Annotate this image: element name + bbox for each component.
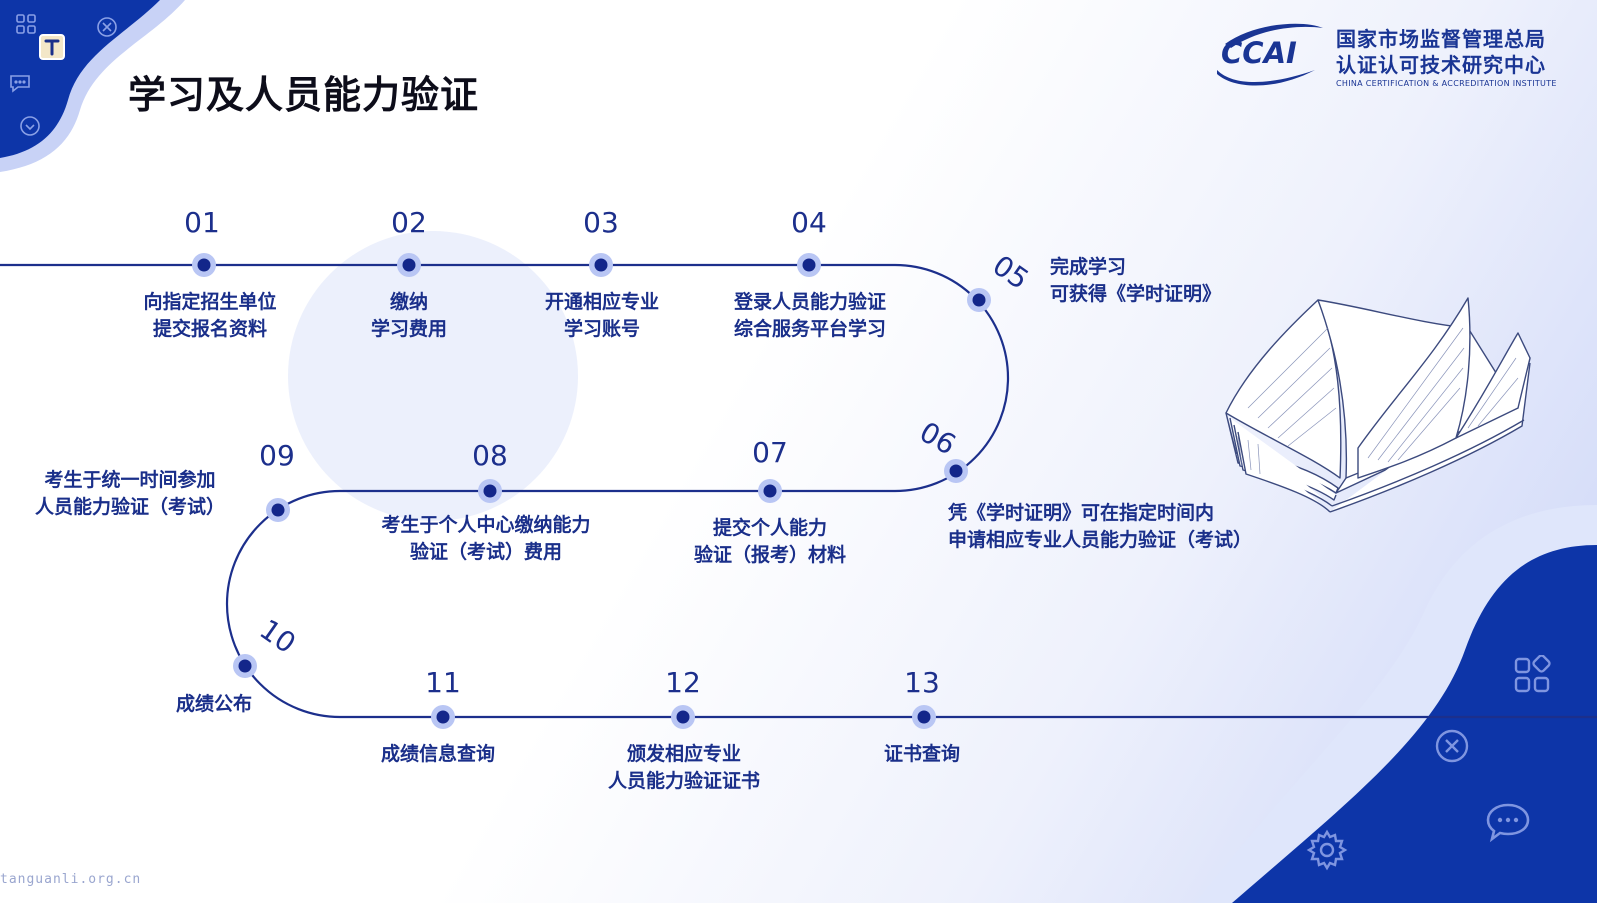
step-05-label-line: 完成学习 (1050, 254, 1221, 281)
step-04-label-line: 综合服务平台学习 (734, 316, 886, 343)
step-11-label-line: 成绩信息查询 (381, 741, 495, 768)
step-12-label-line: 颁发相应专业 (608, 741, 760, 768)
step-13-dot (918, 711, 931, 724)
watermark: tanguanli.org.cn (0, 872, 141, 887)
step-09-dot (272, 504, 285, 517)
step-10-dot (239, 660, 252, 673)
step-04-label-line: 登录人员能力验证 (734, 289, 886, 316)
step-03-dot (595, 259, 608, 272)
step-06-label-line: 申请相应专业人员能力验证（考试） (948, 527, 1252, 554)
step-12-label: 颁发相应专业人员能力验证证书 (608, 741, 760, 795)
step-13-label-line: 证书查询 (884, 741, 960, 768)
step-08-label: 考生于个人中心缴纳能力验证（考试）费用 (381, 512, 590, 566)
step-11-number: 11 (425, 666, 461, 699)
step-08-label-line: 验证（考试）费用 (381, 539, 590, 566)
step-08-label-line: 考生于个人中心缴纳能力 (381, 512, 590, 539)
step-12-number: 12 (665, 666, 701, 699)
step-09-label-line: 考生于统一时间参加 (35, 467, 225, 494)
step-09-label: 考生于统一时间参加人员能力验证（考试） (35, 467, 225, 521)
step-11-label: 成绩信息查询 (381, 741, 495, 768)
step-02-label-line: 缴纳 (371, 289, 447, 316)
step-03-label-line: 开通相应专业 (545, 289, 659, 316)
step-07-label-line: 验证（报考）材料 (694, 542, 846, 569)
step-02-number: 02 (391, 206, 427, 239)
step-12-dot (677, 711, 690, 724)
step-06-label-line: 凭《学时证明》可在指定时间内 (948, 500, 1252, 527)
step-07-dot (764, 485, 777, 498)
step-03-label-line: 学习账号 (545, 316, 659, 343)
step-07-label: 提交个人能力验证（报考）材料 (694, 515, 846, 569)
step-04-label: 登录人员能力验证综合服务平台学习 (734, 289, 886, 343)
step-01-label-line: 提交报名资料 (143, 316, 276, 343)
step-06-label: 凭《学时证明》可在指定时间内申请相应专业人员能力验证（考试） (948, 500, 1252, 554)
step-10-label: 成绩公布 (176, 691, 252, 718)
step-05-label: 完成学习可获得《学时证明》 (1050, 254, 1221, 308)
step-10-label-line: 成绩公布 (176, 691, 252, 718)
step-13-label: 证书查询 (884, 741, 960, 768)
step-05-dot (973, 294, 986, 307)
step-04-dot (803, 259, 816, 272)
step-08-dot (484, 485, 497, 498)
step-01-label: 向指定招生单位提交报名资料 (143, 289, 276, 343)
step-05-number: 05 (987, 249, 1035, 296)
step-12-label-line: 人员能力验证证书 (608, 768, 760, 795)
step-01-label-line: 向指定招生单位 (143, 289, 276, 316)
step-03-number: 03 (583, 206, 619, 239)
step-11-dot (437, 711, 450, 724)
step-02-dot (403, 259, 416, 272)
step-07-label-line: 提交个人能力 (694, 515, 846, 542)
step-01-dot (198, 259, 211, 272)
step-02-label-line: 学习费用 (371, 316, 447, 343)
step-04-number: 04 (791, 206, 827, 239)
step-05-label-line: 可获得《学时证明》 (1050, 281, 1221, 308)
step-10-number: 10 (254, 613, 302, 660)
step-06-number: 06 (914, 415, 961, 461)
step-07-number: 07 (752, 436, 788, 469)
step-01-number: 01 (184, 206, 220, 239)
step-13-number: 13 (904, 666, 940, 699)
step-09-number: 09 (259, 439, 295, 472)
step-02-label: 缴纳学习费用 (371, 289, 447, 343)
step-03-label: 开通相应专业学习账号 (545, 289, 659, 343)
step-06-dot (950, 465, 963, 478)
step-09-label-line: 人员能力验证（考试） (35, 494, 225, 521)
step-08-number: 08 (472, 439, 508, 472)
